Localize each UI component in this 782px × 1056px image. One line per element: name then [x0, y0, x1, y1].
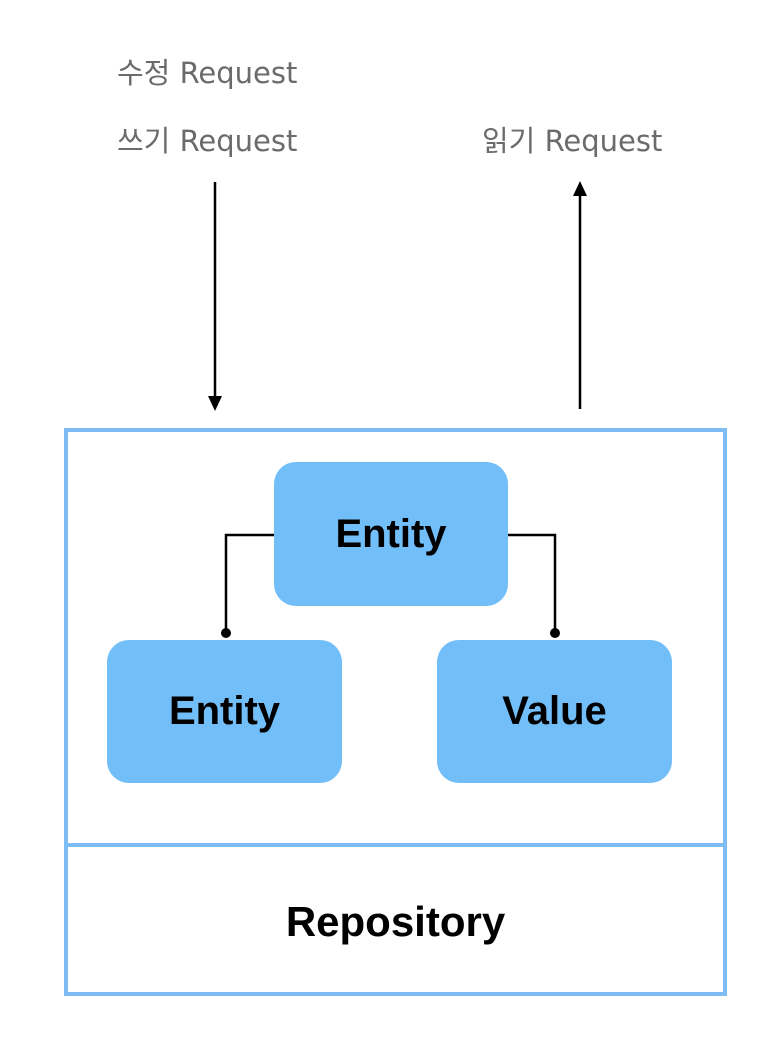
read-arrow-head — [573, 181, 587, 196]
connector-root-to-child-entity — [221, 533, 276, 638]
edit-request-label: 수정 Request — [117, 56, 298, 90]
connector-dot-right — [550, 628, 560, 638]
write-request-label: 쓰기 Request — [117, 124, 298, 158]
connector-dot-left — [221, 628, 231, 638]
write-arrow-head — [208, 396, 222, 411]
root-entity-node: Entity — [274, 462, 508, 606]
connector-line-right — [507, 533, 557, 633]
value-label: Value — [502, 689, 607, 733]
root-entity-label: Entity — [335, 511, 447, 556]
connector-line-left — [224, 533, 276, 633]
read-arrow — [573, 181, 587, 409]
repository-layer: Repository — [64, 847, 727, 996]
read-request-label: 읽기 Request — [482, 124, 663, 158]
aggregate-boundary — [64, 428, 727, 996]
layer-divider — [64, 843, 727, 847]
connector-root-to-value — [507, 533, 560, 638]
write-arrow — [208, 182, 222, 411]
child-entity-node: Entity — [107, 640, 342, 783]
value-node: Value — [437, 640, 672, 783]
child-entity-label: Entity — [168, 689, 281, 733]
repository-label: Repository — [285, 897, 506, 945]
